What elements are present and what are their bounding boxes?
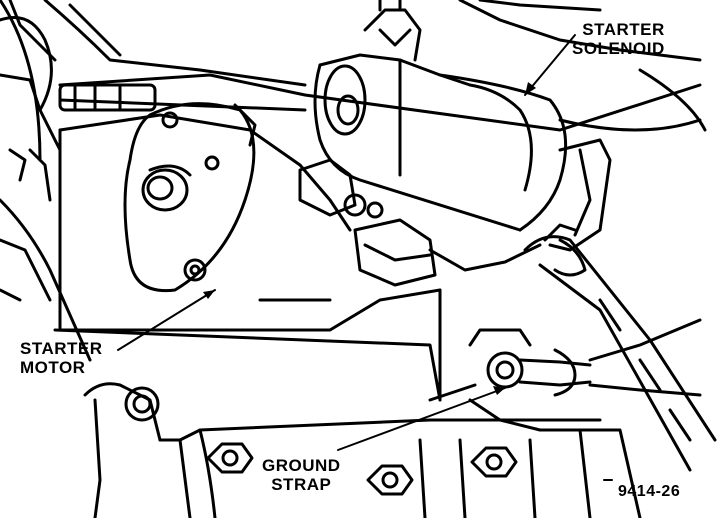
engine-frame bbox=[0, 0, 307, 362]
block-bolt-3 bbox=[470, 446, 518, 478]
starter-motor-label-line-2: MOTOR bbox=[20, 358, 86, 377]
starter-motor-label: STARTER MOTOR bbox=[20, 339, 103, 377]
upper-hoses bbox=[0, 0, 707, 162]
starter-solenoid-body bbox=[298, 0, 612, 287]
ground-strap-label: GROUND STRAP bbox=[262, 456, 341, 494]
ground-strap-label-line-1: GROUND bbox=[262, 456, 341, 475]
ground-strap-label-line-2: STRAP bbox=[271, 475, 332, 494]
ground-strap-assembly bbox=[468, 318, 702, 397]
engine-block bbox=[83, 382, 642, 518]
block-bolt-2 bbox=[366, 464, 414, 496]
block-bolt-1 bbox=[206, 442, 254, 474]
motor-leader bbox=[117, 289, 216, 351]
starter-solenoid-label: STARTER SOLENOID bbox=[572, 20, 665, 58]
starter-solenoid-label-line-1: STARTER bbox=[582, 20, 665, 39]
leader-arrowheads bbox=[203, 82, 536, 395]
figure-number: 9414-26 bbox=[618, 483, 681, 500]
starter-solenoid-label-line-2: SOLENOID bbox=[572, 39, 665, 58]
starter-motor-housing bbox=[53, 102, 442, 402]
starter-motor-label-line-1: STARTER bbox=[20, 339, 103, 358]
ground-leader bbox=[337, 387, 506, 451]
solenoid-leader bbox=[524, 34, 576, 96]
battery-cable bbox=[523, 223, 717, 472]
leader-lines bbox=[117, 34, 613, 481]
